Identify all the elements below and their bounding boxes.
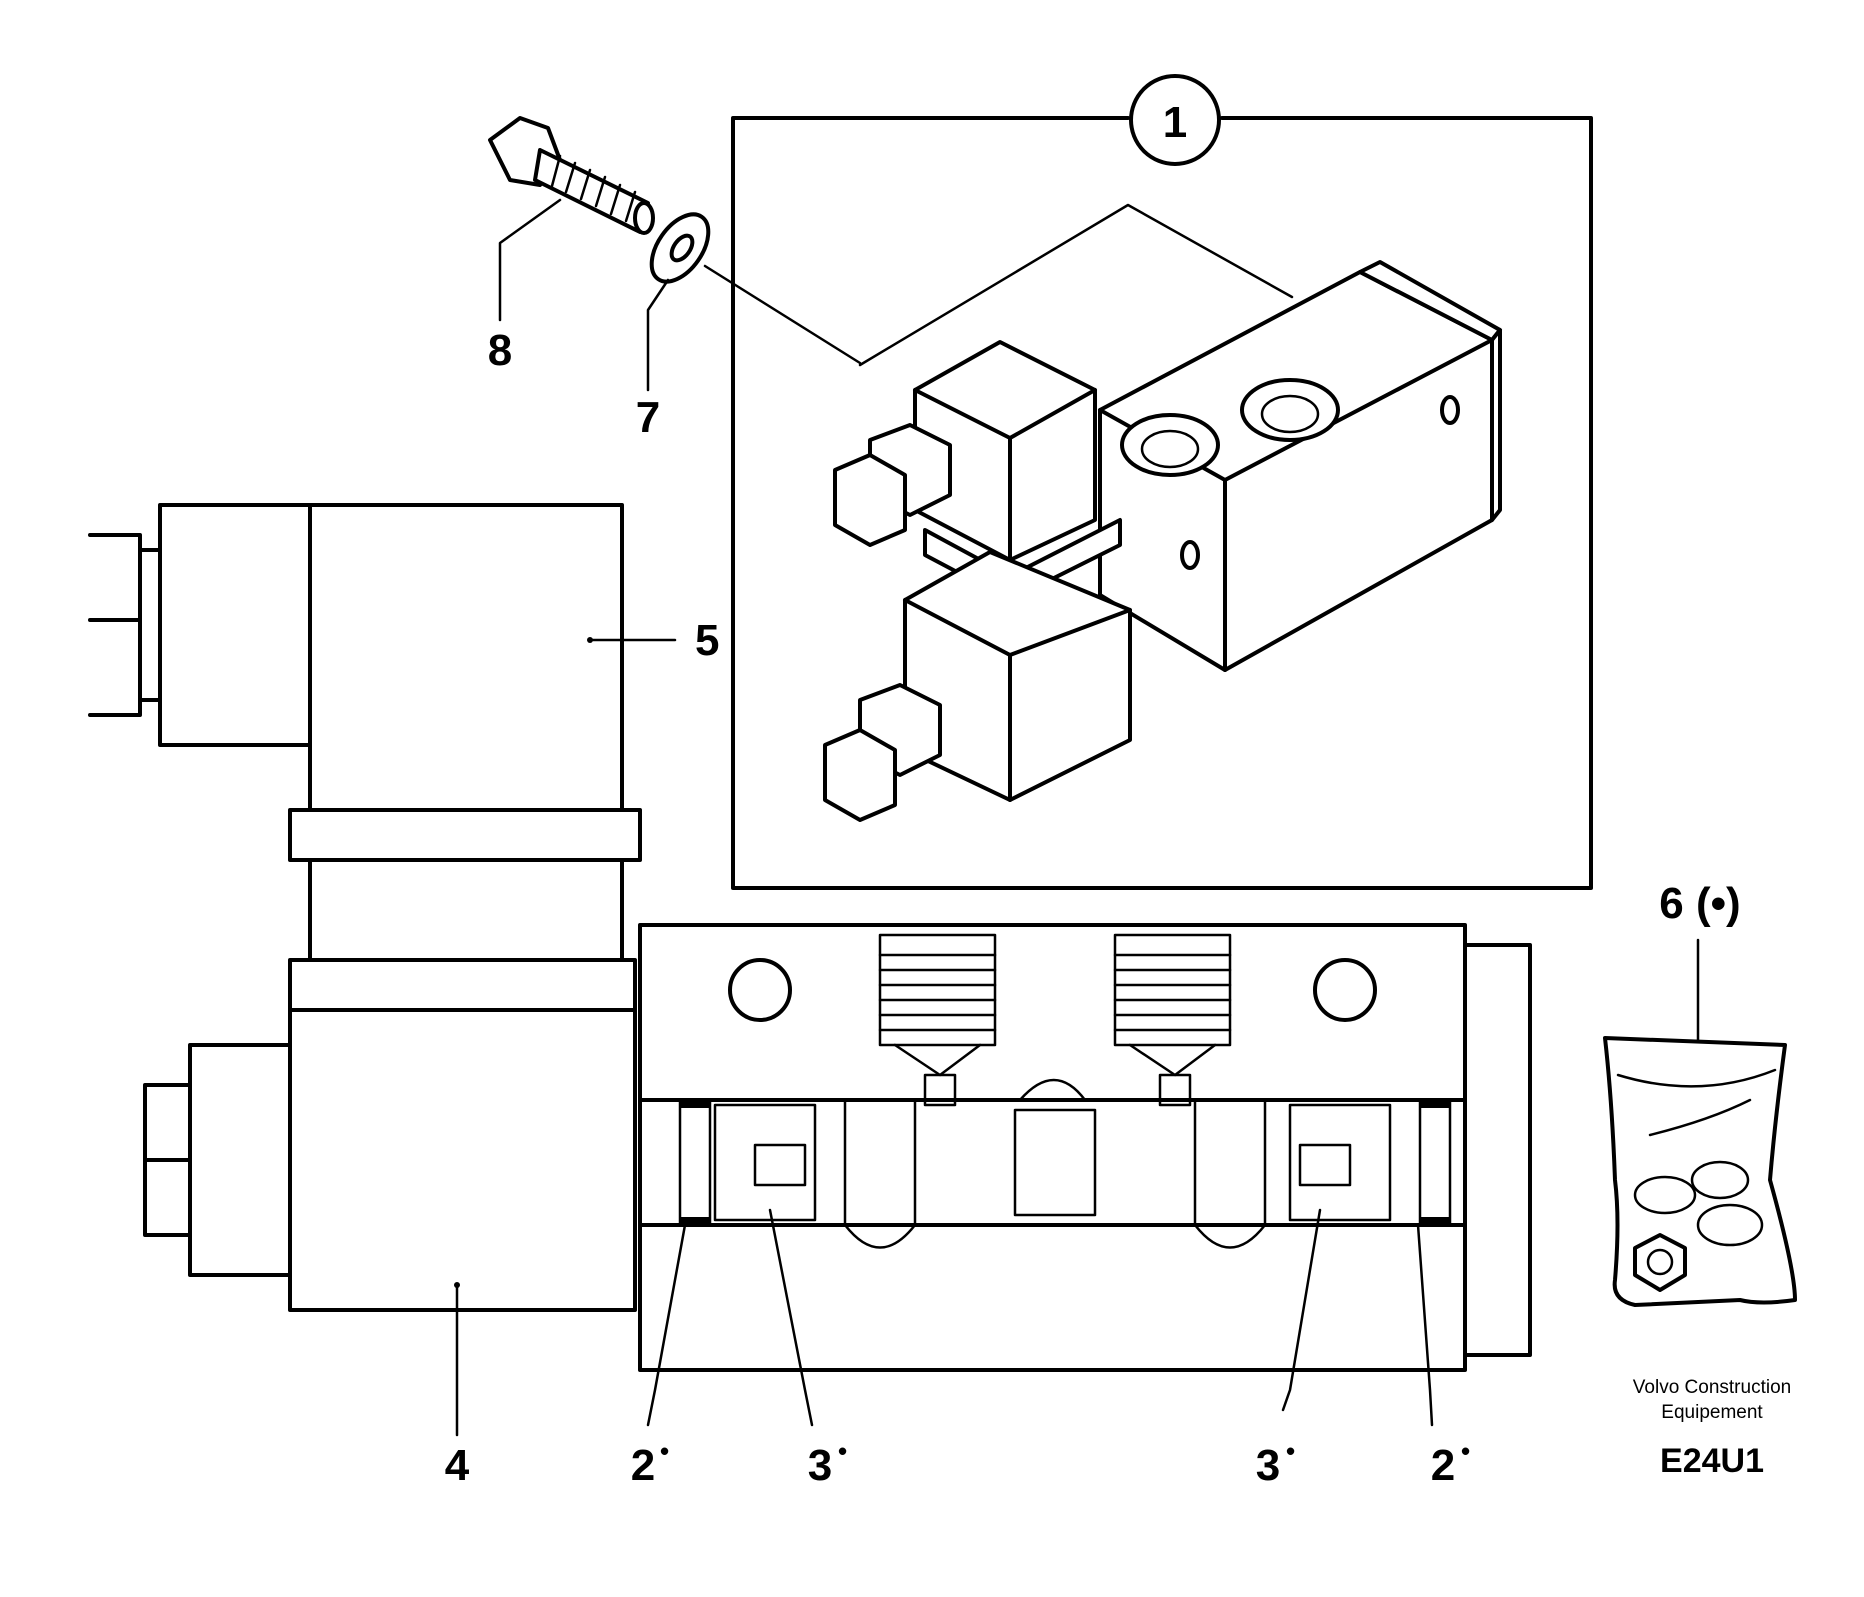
- callout-2-left: 2: [631, 1441, 655, 1490]
- callout-1: 1: [1163, 98, 1187, 147]
- kit-frame: [731, 74, 1593, 890]
- marker-2-left: •: [660, 1436, 669, 1466]
- leader-3-left: [768, 1208, 814, 1427]
- leader-8: [498, 198, 562, 322]
- valve-body-section: [638, 923, 1532, 1372]
- callout-3-right: 3: [1256, 1441, 1280, 1490]
- figure-code: E24U1: [1660, 1442, 1764, 1480]
- coil-connector: [88, 503, 642, 962]
- solenoid-valve-icon: [823, 260, 1502, 822]
- callout-2-right: 2: [1431, 1441, 1455, 1490]
- callout-3-left: 3: [808, 1441, 832, 1490]
- callout-4: 4: [445, 1441, 470, 1490]
- leader-7-to-valve: [703, 264, 862, 365]
- marker-3-right: •: [1286, 1436, 1295, 1466]
- washer-icon: [649, 212, 711, 284]
- leader-2-right: [1416, 1223, 1434, 1427]
- callout-8: 8: [488, 326, 512, 375]
- parts-bag-icon: [1603, 1036, 1797, 1307]
- bolt-icon: [488, 116, 655, 235]
- marker-3-left: •: [838, 1436, 847, 1466]
- marker-2-right: •: [1461, 1436, 1470, 1466]
- callout-5: 5: [695, 616, 719, 665]
- leader-3-right: [1281, 1208, 1322, 1412]
- leader-1-bracket: [858, 203, 1294, 367]
- callout-7: 7: [636, 393, 660, 442]
- credit-line-2: Equipement: [1661, 1402, 1763, 1423]
- callout-6: 6 (•): [1659, 879, 1740, 928]
- leader-7: [646, 278, 670, 392]
- leader-2-left: [646, 1223, 687, 1427]
- credit-line-1: Volvo Construction: [1633, 1377, 1791, 1398]
- lower-coil: [143, 958, 637, 1312]
